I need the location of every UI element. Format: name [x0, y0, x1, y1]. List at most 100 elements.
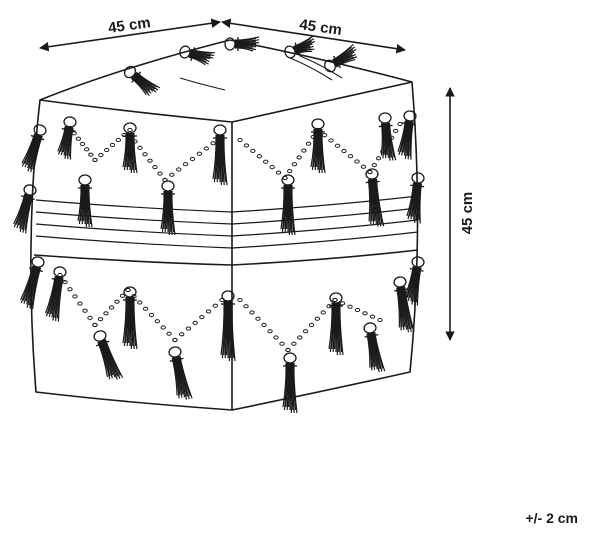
stitch-dot: [362, 311, 368, 316]
tassel: [282, 352, 298, 414]
stitch-dot: [103, 147, 110, 153]
stitch-dot: [114, 299, 120, 304]
width-left-arrow: [39, 18, 221, 52]
stitch-dot: [160, 325, 166, 330]
stitch-dot: [291, 341, 297, 346]
stitch-dot: [98, 152, 104, 158]
stitch-dot: [169, 172, 175, 177]
stitch-dot: [296, 155, 302, 160]
stitch-dot: [275, 170, 282, 175]
stitch-dot: [79, 141, 86, 147]
stitch-dot: [210, 141, 216, 146]
tassel: [397, 110, 417, 160]
tassel: [160, 180, 176, 236]
tassel: [324, 43, 358, 73]
stitch-dot: [137, 145, 143, 150]
stitch-dot: [263, 159, 269, 164]
tassel: [328, 292, 344, 356]
tassel: [212, 124, 228, 186]
stitch-dot: [308, 322, 315, 328]
stitch-dot: [137, 300, 143, 305]
top-stripe: [179, 55, 343, 91]
width-right-arrow: [221, 18, 406, 54]
stitch-dot: [375, 156, 382, 161]
stitch-dot: [249, 310, 255, 315]
tassel: [393, 276, 415, 333]
stitch-dot: [377, 317, 383, 323]
stitch-dot: [205, 309, 212, 314]
stitch-dot: [243, 143, 250, 148]
height-label: 45 cm: [459, 192, 476, 235]
stitch-dot: [267, 329, 273, 334]
tassel: [122, 286, 138, 350]
stitch-dot: [302, 329, 309, 334]
stitch-dot: [369, 314, 376, 319]
tassel: [365, 168, 385, 227]
stitch-dot: [189, 156, 196, 162]
stitch-dot: [371, 163, 377, 168]
tassel: [224, 36, 260, 52]
woven-band: [35, 195, 419, 249]
width-right-label: 45 cm: [298, 16, 342, 39]
stitch-dot: [142, 152, 148, 157]
stitch-dot: [360, 164, 367, 169]
tassel: [179, 45, 215, 66]
stitch-dot: [192, 320, 198, 325]
stitch-dot: [255, 316, 261, 321]
tassel: [404, 256, 425, 306]
stitch-dot: [269, 165, 275, 170]
stitch-dot: [147, 158, 153, 163]
tassel: [122, 122, 138, 174]
tassel: [77, 174, 93, 228]
tassel: [280, 174, 296, 236]
width-left-label: 45 cm: [107, 14, 151, 37]
stitch-dot: [393, 128, 399, 133]
tassel: [13, 184, 37, 234]
tassel: [57, 116, 77, 160]
stitch-dot: [179, 332, 185, 337]
tassel: [284, 35, 316, 59]
stitch-dot: [152, 165, 158, 170]
tassel: [21, 124, 47, 174]
stitch-dot: [279, 341, 285, 346]
stitch-dot: [261, 322, 267, 328]
tassel: [45, 266, 67, 322]
stitch-dot: [354, 159, 360, 164]
stitch-dot: [354, 307, 361, 313]
stitch-dot: [321, 133, 328, 138]
stitch-dot: [305, 141, 312, 146]
stitch-dot: [250, 148, 256, 153]
stitch-dot: [291, 162, 298, 167]
stitch-dot: [125, 287, 131, 293]
tassel-group: [13, 35, 425, 414]
stitch-dot: [320, 310, 326, 315]
stitch-dot: [273, 335, 279, 340]
stitch-dot: [72, 294, 78, 299]
stitch-dot: [287, 169, 293, 174]
stitch-dot: [256, 154, 262, 159]
stitch-dot: [92, 322, 98, 328]
tassel: [363, 322, 386, 373]
stitch-dot: [237, 297, 243, 303]
stitch-dot: [314, 316, 321, 321]
stitch-dot: [212, 303, 218, 308]
stitch-dot: [347, 154, 354, 159]
stitch-dot: [148, 312, 155, 318]
stitch-dot: [67, 287, 73, 292]
stitch-dot: [77, 301, 83, 306]
tassel: [220, 290, 236, 362]
tassel: [310, 118, 326, 174]
stitch-dot: [92, 157, 98, 163]
stitch-dot: [341, 148, 347, 154]
tassel: [93, 330, 124, 380]
stitch-dot: [172, 337, 178, 343]
stitch-dot: [243, 304, 249, 309]
tolerance-note: +/- 2 cm: [525, 510, 578, 526]
stitch-dot: [347, 304, 353, 309]
stitch-dot: [334, 143, 341, 148]
stitch-dot: [367, 169, 373, 175]
stitch-dot: [82, 308, 88, 313]
stitch-dot: [166, 331, 172, 336]
tassel: [378, 112, 397, 161]
